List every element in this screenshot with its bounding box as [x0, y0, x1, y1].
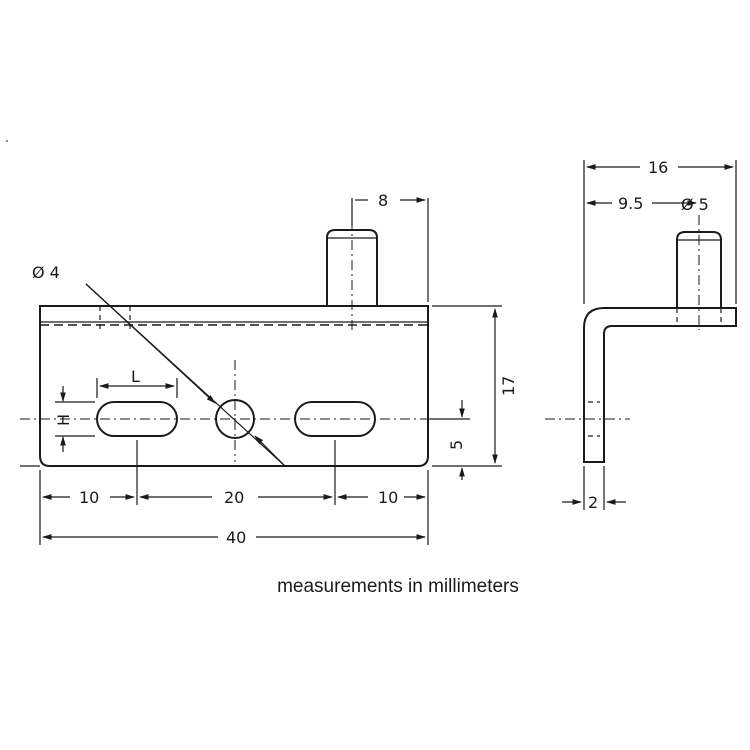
side-pin	[676, 231, 722, 308]
slot-right	[294, 401, 376, 437]
front-view: Ø 4 L H 8 17 5	[20, 191, 518, 547]
slot-left	[96, 401, 178, 437]
right-margin-label: 10	[378, 488, 398, 507]
pin-width-label: 8	[378, 191, 388, 210]
slot-center-height-label: 5	[447, 440, 466, 450]
left-margin-label: 10	[79, 488, 99, 507]
height-dim-label: 17	[499, 376, 518, 396]
slot-length-label: L	[131, 367, 140, 386]
side-pin-diameter-label: Ø 5	[681, 195, 709, 214]
hole-diameter-label: Ø 4	[32, 263, 60, 282]
stray-mark	[6, 140, 8, 142]
side-depth-label: 16	[648, 158, 668, 177]
center-hole	[215, 399, 255, 439]
slot-height-label: H	[54, 414, 73, 426]
measurement-caption: measurements in millimeters	[277, 576, 519, 597]
front-plate-outline	[39, 305, 429, 467]
side-thickness-label: 2	[588, 493, 598, 512]
side-view: 16 9.5 Ø 5 2	[545, 158, 737, 512]
side-bracket-profile	[583, 307, 737, 463]
slot-spacing-label: 20	[224, 488, 244, 507]
side-pin-offset-label: 9.5	[618, 194, 643, 213]
total-width-label: 40	[226, 528, 246, 547]
